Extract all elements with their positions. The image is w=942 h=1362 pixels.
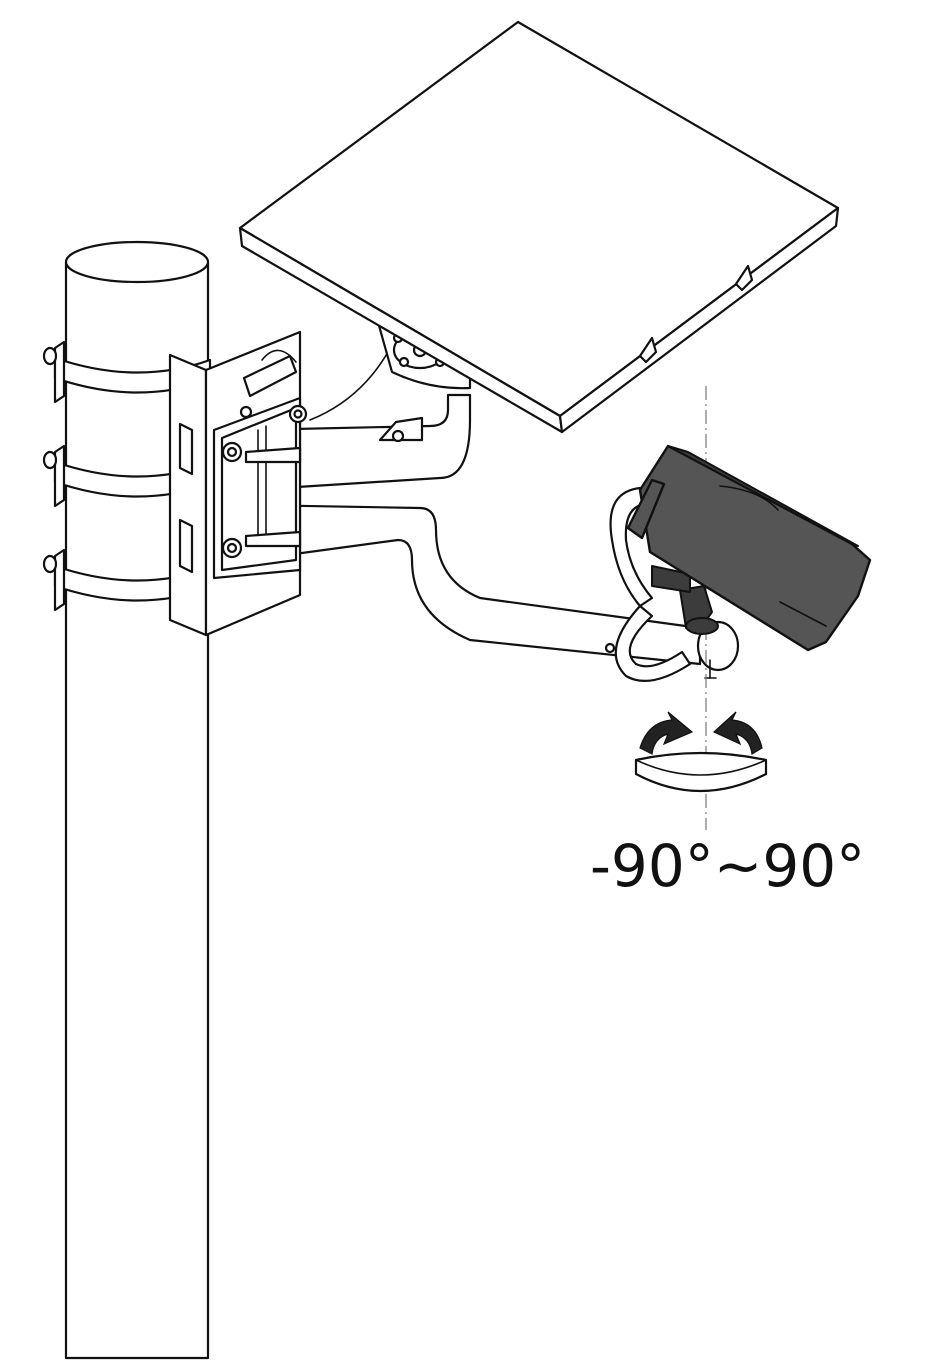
rotation-arrows xyxy=(634,711,768,793)
mounting-bracket xyxy=(168,330,389,637)
support-arm xyxy=(248,393,740,679)
rotation-range-label: -90°~90° xyxy=(590,832,866,900)
camera xyxy=(609,444,872,682)
solar-panel xyxy=(238,20,840,434)
rotate-clockwise-arrow-icon xyxy=(639,711,694,755)
rotate-counterclockwise-arrow-icon xyxy=(712,711,763,755)
bracket-bolts xyxy=(221,404,308,559)
